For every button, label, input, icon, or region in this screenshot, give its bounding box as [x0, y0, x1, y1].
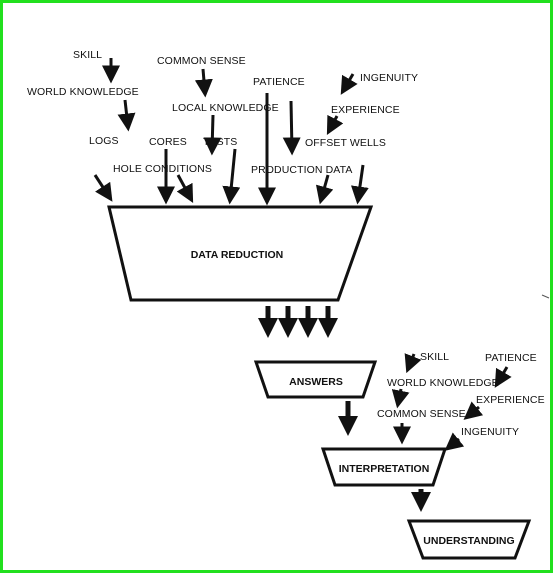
data-reduction-label: DATA REDUCTION [191, 249, 284, 261]
label-world-knowledge-2: WORLD KNOWLEDGE [387, 377, 499, 389]
arrow-local-knowledge [203, 114, 222, 156]
label-experience-2: EXPERIENCE [476, 394, 545, 406]
label-patience: PATIENCE [253, 76, 305, 88]
label-logs: LOGS [89, 135, 119, 147]
understanding-box [406, 519, 532, 560]
label-experience: EXPERIENCE [331, 104, 400, 116]
interpretation-label: INTERPRETATION [339, 463, 430, 475]
label-cores: CORES [149, 136, 187, 148]
label-local-knowledge: LOCAL KNOWLEDGE [172, 102, 279, 114]
label-hole-conditions: HOLE CONDITIONS [113, 163, 212, 175]
arrow-world-knowledge [117, 99, 136, 132]
label-tests: TESTS [203, 136, 237, 148]
label-common-sense-2: COMMON SENSE [377, 408, 466, 420]
arrow-common-sense [194, 68, 213, 98]
label-patience-2: PATIENCE [485, 352, 537, 364]
label-world-knowledge: WORLD KNOWLEDGE [27, 86, 139, 98]
label-common-sense: COMMON SENSE [157, 55, 246, 67]
arrow-logs [93, 174, 113, 202]
interpretation-box [320, 447, 448, 487]
stray-mark [541, 294, 550, 299]
arrow-patience [282, 100, 301, 156]
arrow-experience-2 [463, 401, 484, 420]
arrow-ingenuity-2 [444, 432, 465, 451]
arrow-skill-2 [404, 353, 422, 374]
arrow-experience [326, 114, 344, 135]
arrow-ingenuity [340, 73, 358, 95]
label-ingenuity-2: INGENUITY [461, 426, 519, 438]
flow-diagram: SKILL WORLD KNOWLEDGE COMMON SENSE PATIE… [27, 49, 550, 560]
label-offset-wells: OFFSET WELLS [305, 137, 386, 149]
label-skill: SKILL [73, 49, 102, 61]
arrow-hole-conditions [176, 174, 194, 203]
label-production-data: PRODUCTION DATA [251, 164, 352, 176]
arrow-tests [222, 148, 241, 205]
arrow-offset-wells-2 [350, 164, 369, 205]
arrow-patience-2 [494, 366, 512, 388]
label-ingenuity: INGENUITY [360, 72, 418, 84]
understanding-label: UNDERSTANDING [423, 535, 514, 547]
data-reduction-box [107, 205, 374, 302]
answers-label: ANSWERS [289, 376, 343, 388]
arrow-offset-wells [315, 174, 334, 205]
label-skill-2: SKILL [420, 351, 449, 363]
answers-box [253, 360, 378, 399]
arrow-world-knowledge-2 [391, 388, 410, 409]
